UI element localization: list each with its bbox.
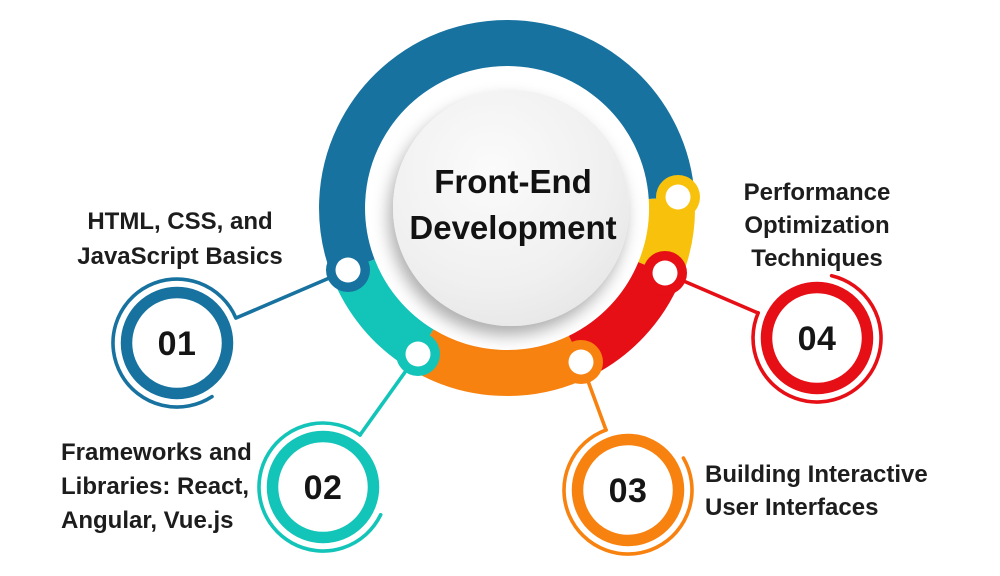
item-circle-02 bbox=[266, 430, 380, 544]
item-number-02: 02 bbox=[304, 469, 343, 507]
junction-dot-red-yellow bbox=[652, 260, 678, 286]
item-number-03: 03 bbox=[609, 472, 648, 510]
center-title-line: Development bbox=[409, 209, 617, 246]
item-circle-01 bbox=[120, 286, 234, 400]
junction-dot-teal-orange bbox=[405, 341, 431, 367]
center-title-line: Front-End bbox=[434, 163, 592, 200]
label-line: Frameworks and bbox=[61, 439, 252, 466]
label-line: JavaScript Basics bbox=[77, 243, 283, 270]
ring-segment-orange bbox=[409, 329, 589, 396]
junction-dot-yellow-blue bbox=[665, 184, 691, 210]
label-line: Building Interactive bbox=[705, 461, 928, 488]
swirl-arc-01 bbox=[111, 277, 238, 409]
center-circle bbox=[393, 90, 629, 326]
item-label-02: Frameworks and Libraries: React, Angular… bbox=[61, 436, 361, 538]
label-line: Angular, Vue.js bbox=[61, 507, 234, 534]
label-line: User Interfaces bbox=[705, 494, 879, 521]
center-title: Front-End Development bbox=[373, 159, 653, 251]
item-label-01: HTML, CSS, and JavaScript Basics bbox=[30, 204, 330, 274]
label-line: HTML, CSS, and bbox=[87, 208, 273, 235]
junction-dot-orange-red bbox=[568, 349, 594, 375]
item-label-04: Performance Optimization Techniques bbox=[707, 176, 927, 275]
label-line: Optimization bbox=[744, 212, 890, 239]
label-line: Performance bbox=[743, 179, 891, 206]
swirl-arc-04 bbox=[751, 273, 883, 404]
item-number-01: 01 bbox=[158, 325, 197, 363]
item-number-04: 04 bbox=[798, 320, 837, 358]
label-line: Techniques bbox=[751, 245, 883, 272]
item-circle-03 bbox=[571, 433, 685, 547]
junction-dot-blue-teal bbox=[335, 257, 361, 283]
ring-segment-blue bbox=[319, 20, 695, 276]
label-line: Libraries: React, bbox=[61, 473, 250, 500]
swirl-arc-02 bbox=[257, 421, 383, 553]
swirl-arc-03 bbox=[562, 428, 694, 556]
item-circle-04 bbox=[760, 281, 874, 395]
item-label-03: Building Interactive User Interfaces bbox=[705, 458, 995, 524]
